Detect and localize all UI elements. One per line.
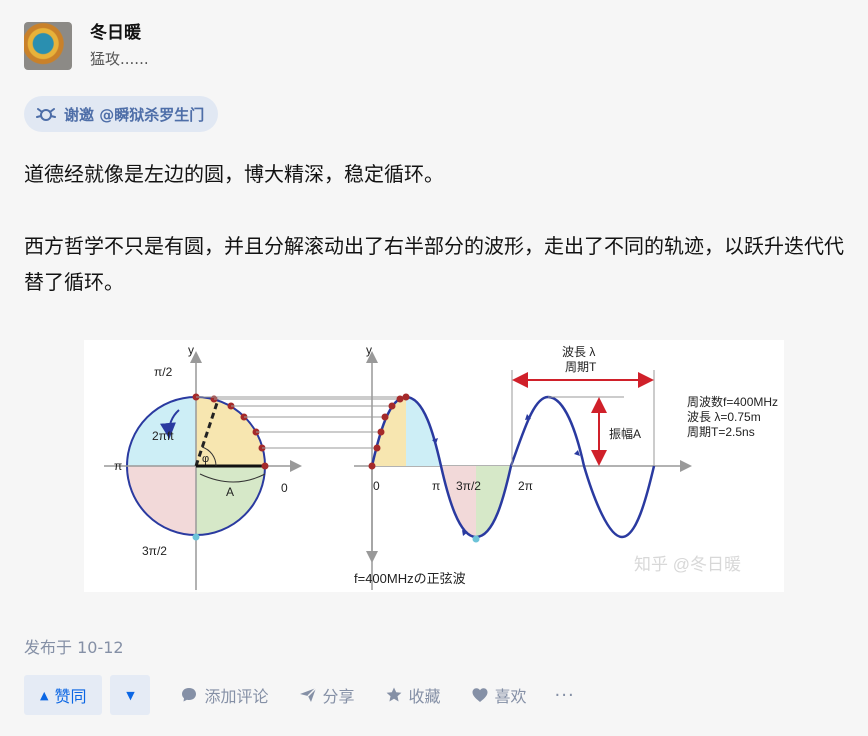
more-button[interactable]: ··· — [554, 684, 575, 706]
wave-point-bottom — [472, 535, 480, 543]
share-button[interactable]: 分享 — [299, 683, 355, 707]
like-button[interactable]: 喜欢 — [471, 683, 527, 707]
phasor-dashed — [194, 399, 220, 467]
collect-label: 收藏 — [408, 687, 441, 706]
comment-button[interactable]: 添加评论 — [180, 683, 269, 707]
upvote-button[interactable]: ▲ 赞同 — [24, 675, 103, 715]
rotation-arrow — [160, 409, 180, 439]
label-pi: π — [114, 459, 122, 473]
sine-wave-figure[interactable]: y y π/2 π 3π/2 2πft φ A 0 0 π 3π/2 2π 波長… — [84, 340, 784, 592]
like-label: 喜欢 — [494, 687, 527, 706]
wave-fill-1 — [372, 397, 406, 466]
collect-button[interactable]: 收藏 — [385, 683, 441, 707]
content-paragraph-2: 西方哲学不只是有圆，并且分解滚动出了右半部分的波形，走出了不同的轨迹，以跃升迭代… — [24, 234, 844, 294]
label-2pi-ft: 2πft — [152, 429, 174, 443]
label-y2: y — [366, 343, 372, 357]
phi-arc — [201, 446, 217, 467]
label-3pi-half: 3π/2 — [456, 479, 481, 493]
label-info-1: 周波数f=400MHz — [687, 394, 778, 409]
wave-arrows — [432, 414, 580, 536]
avatar[interactable] — [24, 22, 72, 70]
label-info-2: 波長 λ=0.75m — [687, 410, 761, 424]
label-zero: 0 — [373, 479, 380, 493]
label-pi-axis: π — [432, 479, 440, 493]
label-wavelength: 波長 λ — [562, 345, 595, 359]
label-amplitude: 振幅A — [609, 426, 641, 441]
circle-quadrant-3 — [127, 466, 196, 535]
author-bio: 猛攻...... — [90, 50, 149, 68]
heart-icon — [471, 686, 489, 704]
label-period: 周期T — [565, 360, 597, 374]
circle-quadrant-4 — [196, 466, 265, 535]
comment-label: 添加评论 — [204, 687, 269, 706]
sine-wave — [370, 395, 656, 539]
caret-down-icon: ▼ — [126, 688, 135, 702]
share-label: 分享 — [322, 687, 355, 706]
author-info: 冬日暖 猛攻...... — [90, 22, 149, 70]
bracket-A — [199, 473, 266, 483]
label-phi: φ — [202, 453, 209, 465]
caret-up-icon: ▲ — [40, 688, 49, 702]
share-icon — [299, 686, 317, 704]
figure-caption: f=400MHzの正弦波 — [354, 571, 466, 586]
label-y1: y — [188, 343, 194, 357]
label-info-3: 周期T=2.5ns — [687, 425, 755, 439]
content-paragraph-1: 道德经就像是左边的圆，博大精深，稳定循环。 — [24, 162, 444, 186]
wave-fill-4 — [476, 466, 511, 537]
star-icon — [385, 686, 403, 704]
wave-points — [368, 393, 410, 470]
answer-header: 冬日暖 猛攻...... — [24, 22, 149, 70]
author-name[interactable]: 冬日暖 — [90, 23, 141, 43]
label-A: A — [226, 485, 234, 499]
comment-icon — [180, 686, 198, 704]
wave-fill-2 — [406, 397, 441, 466]
label-2pi: 2π — [518, 479, 533, 493]
action-bar: ▲ 赞同 ▼ 添加评论 分享 收藏 喜欢 ··· — [24, 674, 575, 716]
invite-icon — [36, 105, 56, 123]
projection-lines — [196, 396, 406, 449]
label-pi-half: π/2 — [154, 365, 173, 379]
publish-date[interactable]: 发布于 10-12 — [24, 638, 124, 657]
circle-point-bottom — [192, 533, 200, 541]
wave-fill-3 — [441, 466, 476, 537]
downvote-button[interactable]: ▼ — [110, 675, 151, 715]
label-3pi-half-left: 3π/2 — [142, 544, 167, 558]
invite-badge[interactable]: 谢邀 @瞬狱杀罗生门 — [24, 96, 219, 132]
watermark: 知乎 @冬日暖 — [634, 555, 741, 574]
label-zero-left: 0 — [281, 481, 288, 495]
invite-text: 谢邀 @瞬狱杀罗生门 — [64, 105, 205, 124]
upvote-label: 赞同 — [54, 687, 87, 706]
